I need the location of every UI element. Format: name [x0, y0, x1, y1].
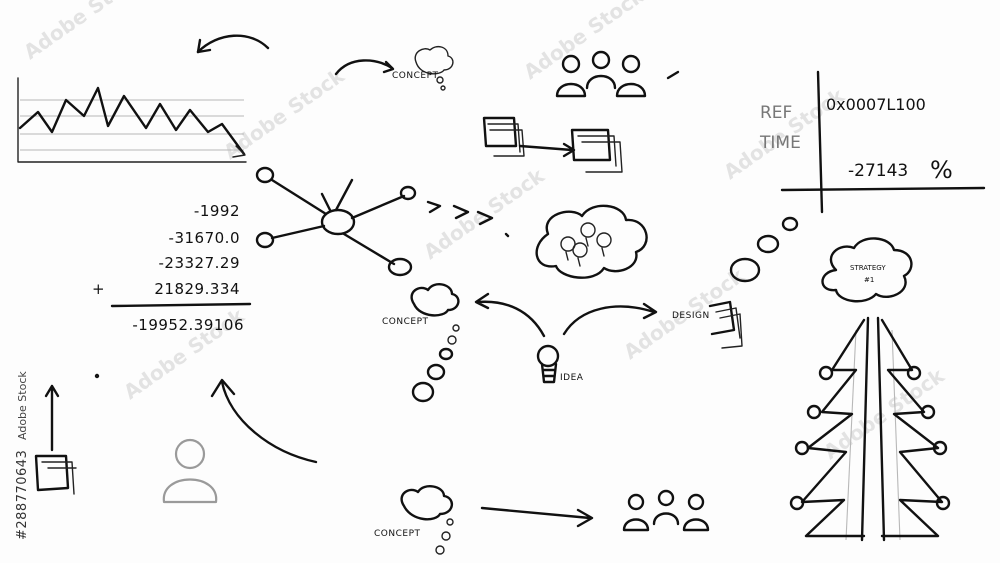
- arrow-head: [196, 38, 212, 54]
- time-value: -27143: [848, 161, 908, 181]
- concept-label: CONCEPT: [392, 71, 439, 81]
- people-group-icon: [622, 489, 710, 532]
- network-diagram: [255, 166, 417, 277]
- design-label: DESIGN: [672, 311, 710, 321]
- lightbulb-icon: IDEA: [536, 344, 584, 384]
- ref-label: REF: [760, 103, 792, 123]
- arrow-right-bottom: [480, 506, 594, 528]
- percent-sign: %: [930, 156, 953, 184]
- watermark-text: Adobe Stock: [19, 0, 149, 64]
- stock-brand-text: Adobe Stock: [16, 371, 29, 440]
- arithmetic-sum: -1992 -31670.0 -23327.29 21829.334 + -19…: [92, 202, 252, 334]
- concept-label: CONCEPT: [382, 317, 429, 327]
- arrow-to-design: [562, 302, 658, 336]
- dot-mark: [94, 373, 100, 379]
- arrow-right: [518, 142, 576, 158]
- ref-value: 0x0007L100: [826, 95, 926, 114]
- paper-stack-icon: [570, 128, 623, 173]
- dash-mark: [666, 70, 680, 80]
- design-papers: DESIGN: [672, 300, 743, 349]
- person-icon: [162, 438, 218, 504]
- time-label: TIME: [759, 133, 801, 153]
- paper-stack-icon: [482, 116, 525, 157]
- concept-label: CONCEPT: [374, 529, 421, 539]
- number-value: -31670.0: [169, 229, 240, 247]
- concept-cloud-top: CONCEPT: [334, 45, 454, 91]
- chair-sketch: [34, 384, 77, 495]
- sum-total: -19952.39106: [132, 316, 244, 334]
- thought-bubbles: [729, 216, 799, 283]
- chevron-arrows: [426, 200, 510, 238]
- number-value: -23327.29: [159, 254, 241, 272]
- ref-panel: REF 0x0007L100 TIME -27143 %: [759, 70, 986, 214]
- number-value: -1992: [194, 202, 240, 220]
- number-value: 21829.334: [154, 280, 240, 298]
- concept-cloud-mid: CONCEPT: [382, 283, 460, 403]
- strategy-cloud: STRATEGY #1: [821, 237, 913, 303]
- people-group-icon: [555, 50, 647, 98]
- curved-arrow-big: [220, 380, 318, 464]
- arrow-to-concept: [474, 292, 546, 338]
- arrow-head: [210, 378, 236, 398]
- line-chart-sketch: [17, 77, 247, 163]
- strategy-sub: #1: [864, 276, 874, 284]
- curved-arrow: [196, 34, 270, 54]
- strategy-label: STRATEGY: [850, 264, 886, 272]
- thought-cloud-icon: [535, 204, 648, 279]
- stock-id-text: #288770643: [15, 450, 30, 540]
- idea-label: IDEA: [560, 373, 584, 383]
- concept-cloud-bottom: CONCEPT: [374, 485, 454, 555]
- plus-operator: +: [92, 280, 105, 298]
- watermark-pattern: Adobe Stock Adobe Stock Adobe Stock Adob…: [19, 0, 949, 464]
- strategy-tree: [789, 316, 951, 542]
